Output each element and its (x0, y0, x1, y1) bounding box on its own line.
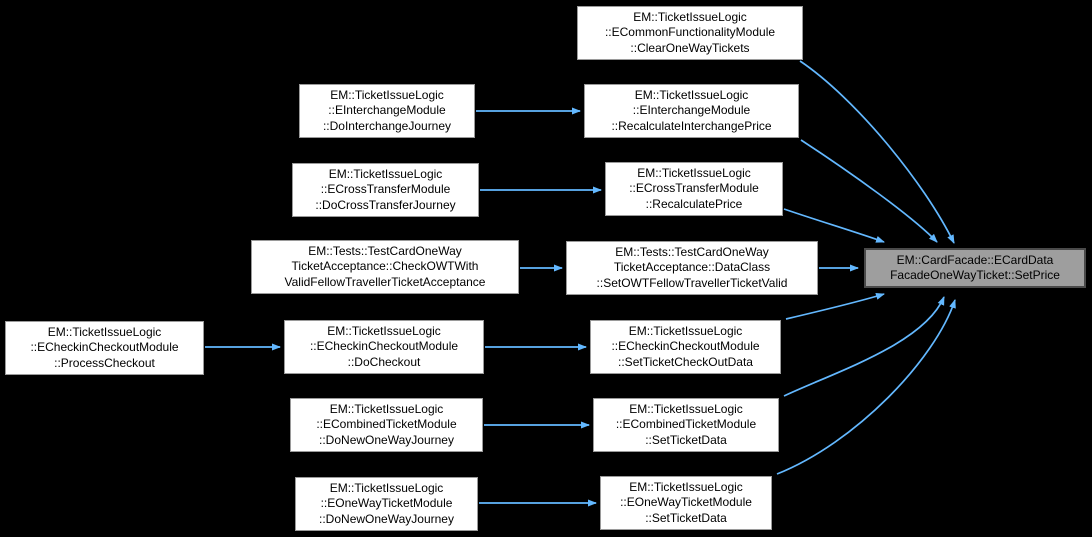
node-set-price[interactable]: EM::CardFacade::ECardData FacadeOneWayTi… (864, 248, 1086, 288)
edge-recalculate-interchange-price-to-set-price (800, 139, 938, 243)
node-label: EM::TicketIssueLogic ::EInterchangeModul… (322, 87, 452, 133)
node-label: EM::Tests::TestCardOneWay TicketAcceptan… (284, 243, 486, 289)
node-combined-set-ticket-data[interactable]: EM::TicketIssueLogic ::ECombinedTicketMo… (593, 398, 779, 452)
node-label: EM::Tests::TestCardOneWay TicketAcceptan… (596, 244, 788, 290)
node-set-owt-fellow-traveller-ticket-valid[interactable]: EM::Tests::TestCardOneWay TicketAcceptan… (566, 241, 818, 295)
node-label: EM::TicketIssueLogic ::ECombinedTicketMo… (316, 401, 457, 447)
node-label: EM::TicketIssueLogic ::ECommonFunctional… (604, 9, 776, 55)
node-label: EM::TicketIssueLogic ::ECheckinCheckoutM… (309, 323, 459, 369)
node-label: EM::TicketIssueLogic ::ECheckinCheckoutM… (611, 323, 760, 369)
edge-recalculate-price-to-set-price (783, 208, 885, 243)
edge-combined-set-ticket-data-to-set-price (783, 296, 945, 397)
edge-one-way-set-ticket-data-to-set-price (776, 299, 956, 475)
node-recalculate-price[interactable]: EM::TicketIssueLogic ::ECrossTransferMod… (605, 162, 783, 216)
node-do-cross-transfer-journey[interactable]: EM::TicketIssueLogic ::ECrossTransferMod… (292, 163, 479, 217)
node-recalculate-interchange-price[interactable]: EM::TicketIssueLogic ::EInterchangeModul… (584, 84, 799, 138)
node-check-owt-with-valid-fellow-traveller-ticket-acceptance[interactable]: EM::Tests::TestCardOneWay TicketAcceptan… (251, 240, 519, 294)
node-label: EM::TicketIssueLogic ::ECrossTransferMod… (629, 165, 759, 211)
edge-set-ticket-checkout-data-to-set-price (785, 293, 885, 320)
node-process-checkout[interactable]: EM::TicketIssueLogic ::ECheckinCheckoutM… (5, 321, 204, 375)
node-label: EM::CardFacade::ECardData FacadeOneWayTi… (890, 252, 1060, 283)
node-one-way-do-new-one-way-journey[interactable]: EM::TicketIssueLogic ::EOneWayTicketModu… (295, 477, 478, 531)
node-set-ticket-checkout-data[interactable]: EM::TicketIssueLogic ::ECheckinCheckoutM… (590, 320, 781, 374)
node-do-checkout[interactable]: EM::TicketIssueLogic ::ECheckinCheckoutM… (284, 320, 484, 374)
edge-clear-one-way-tickets-to-set-price (799, 60, 955, 244)
node-label: EM::TicketIssueLogic ::EOneWayTicketModu… (319, 480, 454, 526)
node-label: EM::TicketIssueLogic ::EInterchangeModul… (611, 87, 772, 133)
node-label: EM::TicketIssueLogic ::EOneWayTicketModu… (620, 479, 752, 525)
node-label: EM::TicketIssueLogic ::ECheckinCheckoutM… (30, 324, 179, 370)
node-clear-one-way-tickets[interactable]: EM::TicketIssueLogic ::ECommonFunctional… (577, 6, 803, 60)
node-combined-do-new-one-way-journey[interactable]: EM::TicketIssueLogic ::ECombinedTicketMo… (290, 398, 483, 452)
node-one-way-set-ticket-data[interactable]: EM::TicketIssueLogic ::EOneWayTicketModu… (600, 476, 772, 530)
node-label: EM::TicketIssueLogic ::ECrossTransferMod… (315, 166, 456, 212)
node-do-interchange-journey[interactable]: EM::TicketIssueLogic ::EInterchangeModul… (299, 84, 475, 138)
node-label: EM::TicketIssueLogic ::ECombinedTicketMo… (615, 401, 757, 447)
